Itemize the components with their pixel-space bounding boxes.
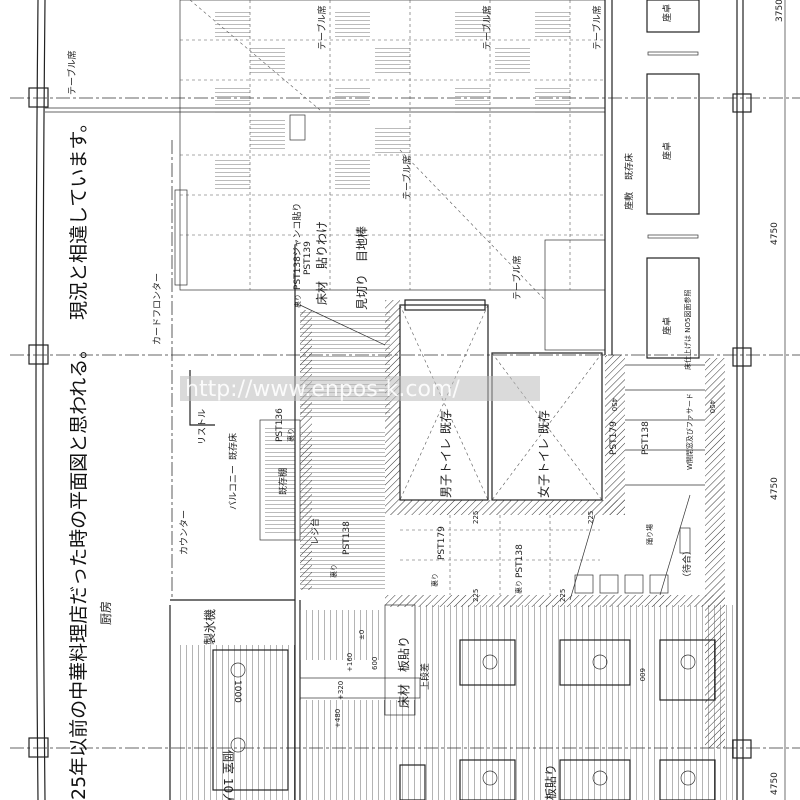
pst179-b: PST179 bbox=[609, 421, 619, 455]
label-zataku-3: 座卓 bbox=[661, 317, 673, 335]
room-labels: 厨房 カウンター カードフロンター バルコニー 既存床 リストル レジ台 既存棚… bbox=[66, 4, 693, 800]
dim-450-b: 450 bbox=[708, 400, 716, 413]
dim-225-a: 225 bbox=[472, 511, 480, 524]
dim-450-a: 450 bbox=[610, 398, 618, 411]
mens-toilet bbox=[399, 304, 489, 501]
label-private-room: 個室 10人 bbox=[221, 750, 236, 800]
pst138-top: PST138ジャンコ貼り bbox=[291, 203, 303, 290]
handwritten-notes: 25年以前の中華料理店だった時の平面図と思われる。 現況と相違しています。 bbox=[68, 113, 90, 800]
pst138-b: PST138 bbox=[515, 544, 525, 578]
watermark: http://www.enpos-k.com/ bbox=[180, 376, 540, 402]
label-table-seat-4: テーブル席 bbox=[591, 6, 603, 50]
label-zataku-2: 座卓 bbox=[661, 142, 673, 160]
outer-walls bbox=[35, 0, 786, 800]
ura-3: 裏り bbox=[329, 564, 338, 578]
level-320: +320 bbox=[337, 681, 345, 700]
watermark-text: http://www.enpos-k.com/ bbox=[185, 377, 460, 402]
ura-2: 裏り bbox=[286, 428, 295, 442]
zataku-table-3 bbox=[646, 257, 700, 359]
label-mens-toilet: 男子トイレ 既存 bbox=[439, 410, 453, 498]
label-existing-floor-left: 既存床 bbox=[227, 433, 239, 460]
dim-225-d: 225 bbox=[559, 589, 567, 602]
pst136: PST136 bbox=[275, 408, 285, 442]
wood-lower: 板貼り bbox=[543, 764, 558, 800]
level-0: ±0 bbox=[358, 630, 366, 640]
note-line-1: 25年以前の中華料理店だった時の平面図と思われる。 bbox=[68, 340, 90, 800]
label-table-seat-2: テーブル席 bbox=[316, 6, 328, 50]
dimensions: 3750 4750 4750 4750 450 450 225 225 225 … bbox=[232, 0, 785, 795]
ura-5: 裏り bbox=[514, 580, 523, 594]
toilets bbox=[399, 304, 625, 515]
ura-1: 裏り bbox=[293, 294, 302, 308]
zataku-table-1 bbox=[646, 0, 700, 33]
label-zataku-1: 座卓 bbox=[661, 4, 673, 22]
dim-4750-a: 4750 bbox=[770, 222, 780, 245]
floor-wood: 床材 板貼り bbox=[396, 636, 411, 708]
mikiri: 見切り 目地棒 bbox=[355, 226, 369, 310]
material-annotations: 裏り PST138ジャンコ貼り PST139 床材 貼りわけ 見切り 目地棒 裏… bbox=[275, 203, 694, 800]
label-kitchen: 厨房 bbox=[98, 601, 113, 625]
label-ice-machine: 製氷機 bbox=[202, 609, 217, 645]
label-existing-shelf: 既存棚 bbox=[277, 468, 289, 495]
dim-3750: 3750 bbox=[775, 0, 785, 22]
pst138-c: PST138 bbox=[641, 421, 651, 455]
stairs bbox=[259, 300, 400, 590]
pst139: PST139 bbox=[303, 241, 313, 275]
label-table-seat-5: テーブル席 bbox=[401, 156, 413, 200]
womens-toilet bbox=[491, 352, 603, 501]
dim-225-c: 225 bbox=[472, 589, 480, 602]
dim-225-b: 225 bbox=[587, 511, 595, 524]
floor-split: 床材 貼りわけ bbox=[314, 221, 329, 305]
pst138-mid: PST138 bbox=[342, 521, 352, 555]
pst179-a: PST179 bbox=[437, 526, 447, 560]
label-existing-floor-right: 既存床 bbox=[623, 153, 635, 180]
table-seating-area bbox=[179, 0, 606, 351]
label-zashiki: 座敷 bbox=[623, 192, 635, 210]
label-landing: 踊り場 bbox=[645, 524, 654, 545]
private-room-table bbox=[212, 649, 289, 791]
label-waiting: （待合） bbox=[681, 546, 693, 582]
label-counter: カウンター bbox=[179, 510, 190, 555]
dim-600-a: 600 bbox=[371, 657, 379, 670]
zataku-table-2 bbox=[646, 73, 700, 215]
facade-note: W開閉窓及びファサード bbox=[685, 393, 694, 470]
level-480: +480 bbox=[334, 709, 342, 728]
finish-ref-note: 床仕上げは NO5図面参照 bbox=[683, 290, 692, 370]
label-counter-upper: カードフロンター bbox=[152, 273, 163, 345]
label-table-seat-1: テーブル席 bbox=[66, 51, 78, 95]
dim-4750-b: 4750 bbox=[770, 477, 780, 500]
dim-600-b: 600 bbox=[638, 668, 646, 681]
label-table-seat-3: テーブル席 bbox=[481, 6, 493, 50]
lower-wood-floor bbox=[175, 604, 735, 800]
label-womens-toilet: 女子トイレ 既存 bbox=[536, 410, 551, 498]
label-list: リストル bbox=[198, 409, 208, 445]
dim-1000: 1000 bbox=[232, 680, 242, 703]
label-balcony: バルコニー bbox=[228, 465, 239, 510]
level-160: +160 bbox=[346, 653, 354, 672]
dim-4750-c: 4750 bbox=[770, 772, 780, 795]
ura-4: 裏り bbox=[430, 573, 439, 587]
zashiki-area bbox=[604, 0, 700, 359]
step-up: 上段差 bbox=[419, 663, 431, 690]
label-table-seat-6: テーブル席 bbox=[511, 256, 523, 300]
note-line-2: 現況と相違しています。 bbox=[68, 113, 90, 320]
label-register: レジ台 bbox=[309, 518, 321, 545]
